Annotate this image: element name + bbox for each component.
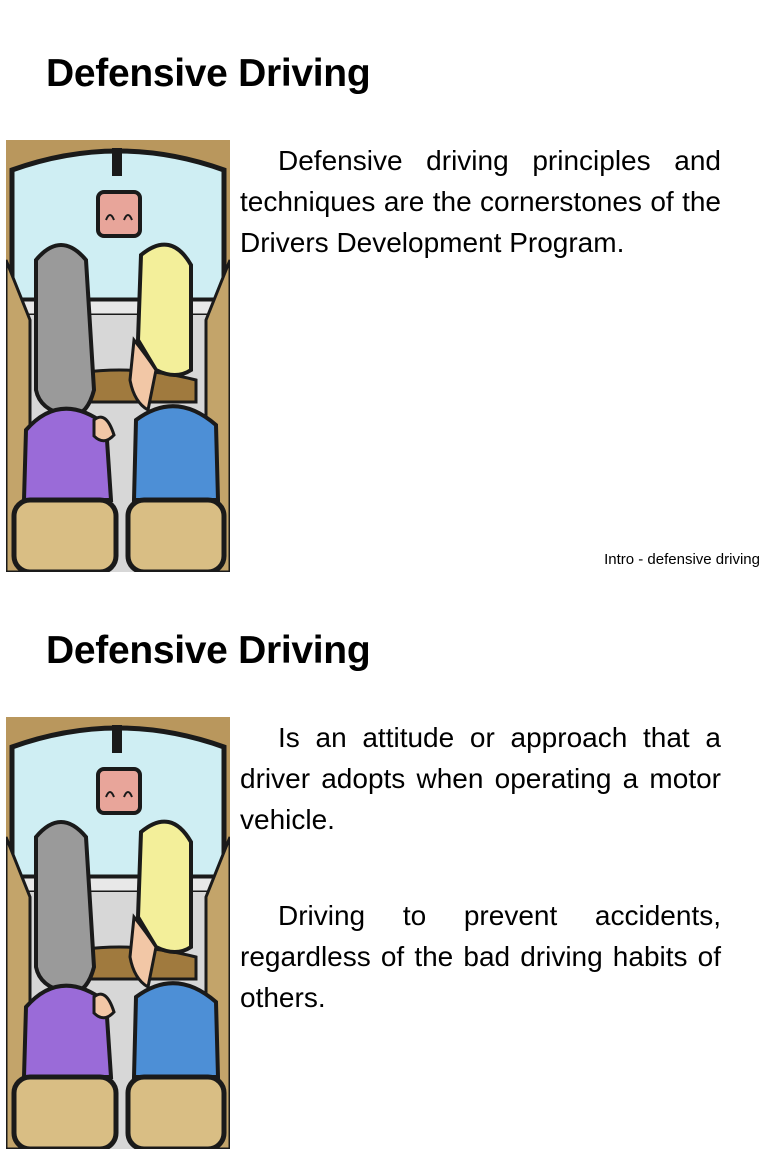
slide-1: Defensive Driving Defensive driving prin… — [6, 52, 760, 572]
car-interior-icon — [6, 140, 230, 572]
slide-paragraph: Defensive driving principles and techniq… — [240, 145, 721, 258]
car-interior-icon — [6, 717, 230, 1149]
slide-2: Defensive Driving Is an attitude or appr… — [0, 577, 768, 1154]
slide-paragraph: Is an attitude or approach that a driver… — [240, 722, 721, 835]
slide-footer: Intro - defensive driving — [604, 551, 760, 568]
slide-title: Defensive Driving — [46, 52, 371, 95]
slide-paragraph: Driving to prevent accidents, regardless… — [240, 900, 721, 1013]
slide-title: Defensive Driving — [46, 629, 371, 672]
